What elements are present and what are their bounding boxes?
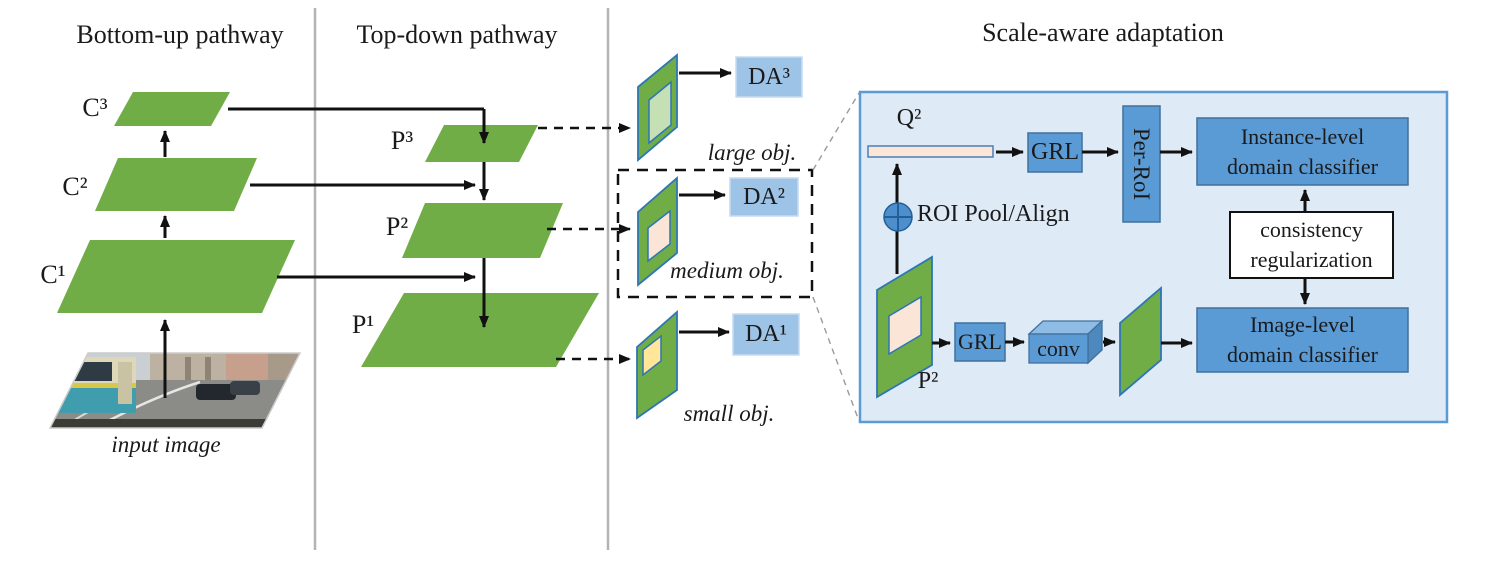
medium-obj-label: medium obj. [670,258,784,283]
da3-label: DA³ [748,63,790,90]
image-classifier-line1: Image-level [1249,312,1356,338]
medium-dashed-box [616,168,814,299]
c2-feature-map [95,158,257,211]
grl-top-label: GRL [1031,139,1079,165]
p2-panel-roi [888,295,922,356]
p3-label: P³ [390,126,414,155]
instance-classifier-box [1196,117,1409,186]
zoom-connector-bottom [812,296,860,422]
p2-feature-map [402,203,563,258]
conv-cube-front [1028,333,1089,364]
c2-label: C² [62,172,88,201]
grl-bottom-label: GRL [958,329,1002,354]
p3-feature-map [425,125,538,162]
roi-pool-label: ROI Pool/Align [917,201,1070,227]
zoom-connector-top [812,92,860,171]
top-down-title: Top-down pathway [356,20,558,49]
consistency-line2: regularization [1250,247,1373,272]
p2-label: P² [385,212,409,241]
c3-label: C³ [82,93,108,122]
image-classifier-label: Image-level domain classifier [1197,308,1408,372]
medium-obj-roi [647,209,671,263]
conv-label: conv [1037,335,1080,361]
q2-feature-bar [867,145,994,158]
da2-box [729,177,799,217]
input-image-label: input image [111,432,221,457]
per-roi-box [1122,105,1161,223]
da1-label: DA¹ [745,321,787,347]
consistency-box [1229,211,1394,279]
c1-feature-map [57,240,295,313]
p1-label: P¹ [351,310,375,339]
da1-box [732,313,800,356]
c3-feature-map [114,92,230,126]
small-obj-roi [642,334,662,377]
per-roi-label: Per-RoI [1129,127,1154,201]
image-classifier-box [1196,307,1409,373]
large-obj-label: large obj. [707,140,797,165]
p2-panel-label: P² [917,367,939,394]
image-classifier-line2: domain classifier [1227,342,1378,367]
input-image-photo [50,353,300,428]
instance-classifier-label: Instance-level domain classifier [1197,118,1408,185]
adaptation-title: Scale-aware adaptation [982,18,1224,47]
bottom-up-title: Bottom-up pathway [76,20,284,49]
consistency-label: consistency regularization [1230,212,1393,278]
input-image-border [48,352,302,429]
p1-feature-map [361,293,599,367]
conv-output-feature [1119,286,1162,397]
grl-top-box [1027,132,1083,173]
da3-box [735,56,803,98]
small-obj-label: small obj. [683,401,775,426]
instance-classifier-line1: Instance-level [1240,123,1365,149]
c1-label: C¹ [40,260,66,289]
q2-label: Q² [896,104,922,131]
large-obj-roi [648,80,672,145]
da2-label: DA² [743,183,785,210]
consistency-line1: consistency [1260,217,1363,243]
instance-classifier-line2: domain classifier [1227,153,1378,179]
